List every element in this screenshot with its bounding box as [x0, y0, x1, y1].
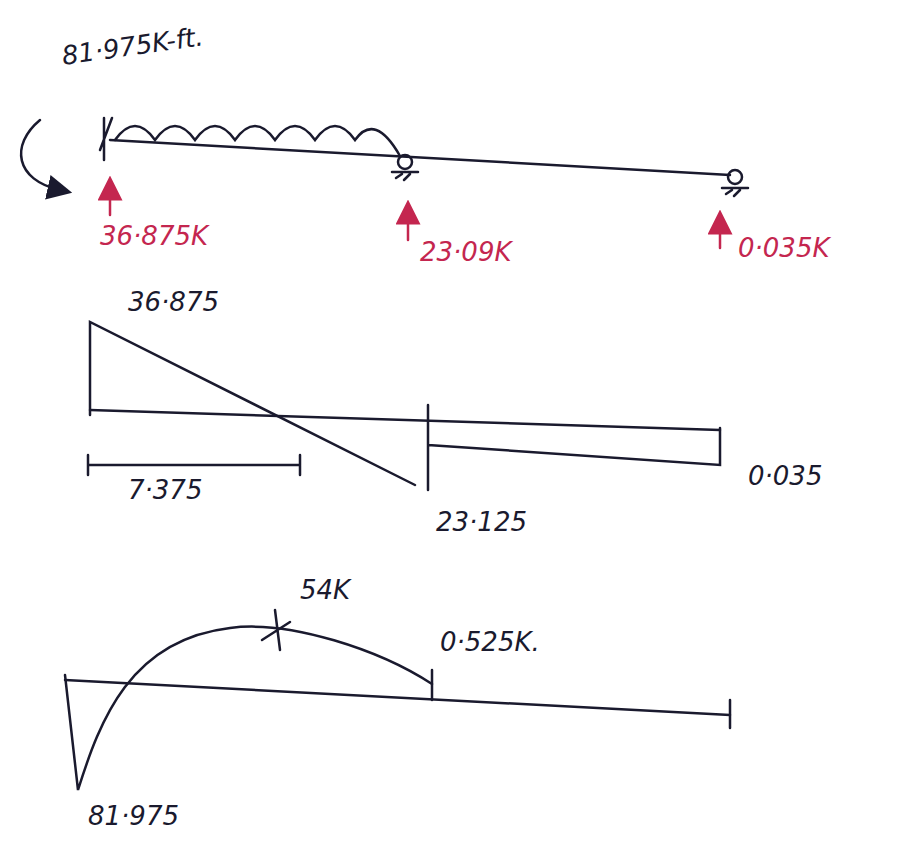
peak-tick	[262, 610, 290, 650]
roller-support	[398, 155, 412, 169]
moment-arrow	[21, 120, 60, 190]
reaction-arrow	[109, 188, 112, 215]
roller-base	[722, 188, 748, 196]
distributed-load	[115, 126, 400, 156]
shear-value: 23·125	[436, 508, 527, 537]
roller-support	[728, 170, 742, 184]
moment-value: 81·975K-ft.	[60, 22, 205, 70]
moment-value: 0·525K.	[440, 628, 540, 657]
moment-tick	[432, 670, 730, 728]
reaction-arrow	[407, 212, 410, 240]
moment-value: 81·975	[88, 802, 179, 831]
shear-value: 0·035	[748, 462, 822, 491]
fixed-support	[100, 118, 112, 160]
moment-value: 54K	[300, 576, 350, 605]
dimension-line	[88, 455, 300, 475]
moment-curve	[65, 627, 432, 790]
moment-baseline	[65, 680, 730, 715]
roller-base	[392, 172, 418, 180]
shear-line	[428, 405, 720, 490]
shear-line	[90, 322, 415, 485]
beam-line	[110, 140, 730, 175]
shear-value: 36·875	[128, 288, 219, 317]
dimension-value: 7·375	[128, 476, 202, 505]
reaction-arrow	[719, 222, 722, 248]
reaction-value: 0·035K	[738, 234, 829, 263]
reaction-value: 36·875K	[100, 222, 208, 251]
shear-baseline	[90, 410, 720, 430]
reaction-value: 23·09K	[420, 238, 511, 267]
